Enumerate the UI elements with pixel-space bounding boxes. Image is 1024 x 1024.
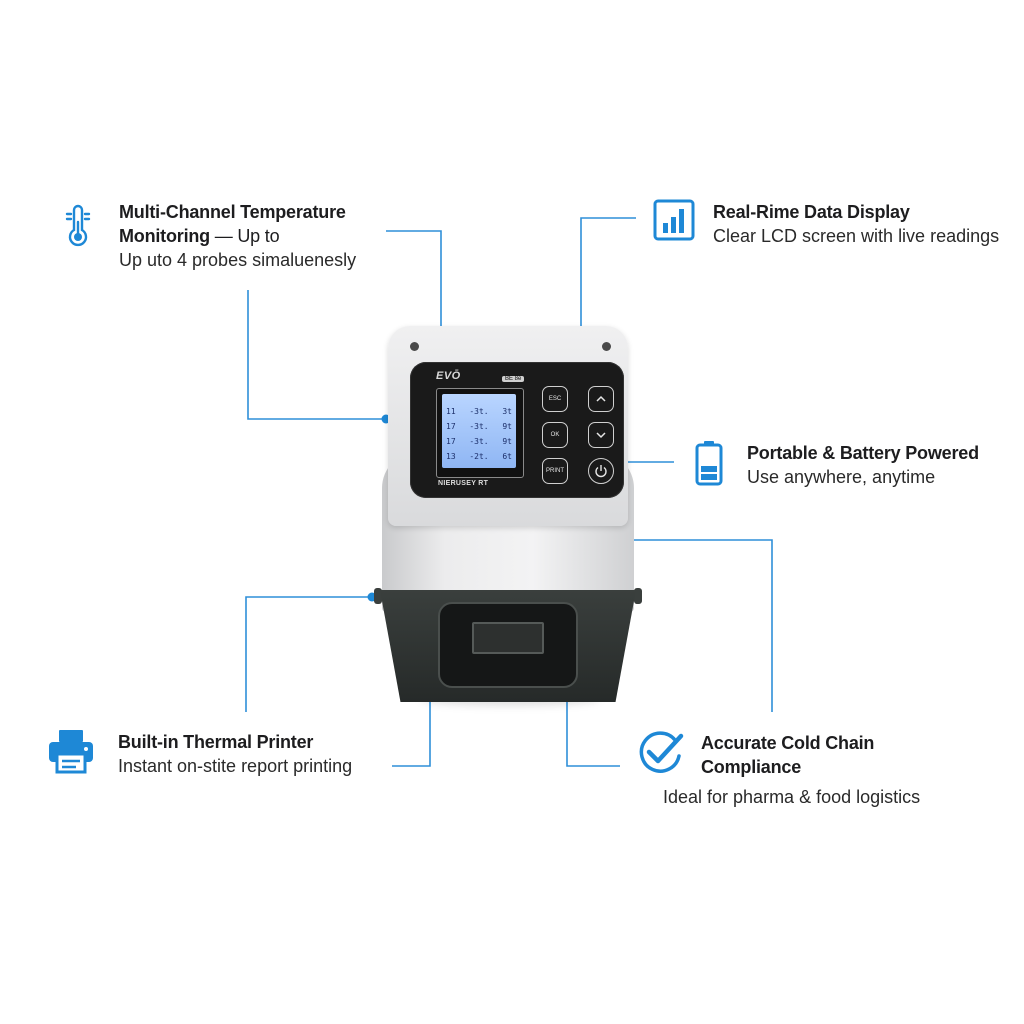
device-badge: BE 8e bbox=[502, 376, 525, 382]
power-button[interactable] bbox=[588, 458, 614, 484]
printer-paper-outlet bbox=[472, 622, 544, 654]
up-button[interactable] bbox=[588, 386, 614, 412]
leader-printer-a bbox=[245, 596, 372, 712]
lcd-unit: 3t bbox=[502, 407, 512, 416]
thermometer-icon bbox=[65, 204, 91, 247]
chevron-down-icon bbox=[596, 432, 606, 439]
lcd-channel: 17 bbox=[446, 437, 456, 446]
down-button[interactable] bbox=[588, 422, 614, 448]
lcd-unit: 9t bbox=[502, 437, 512, 446]
power-icon bbox=[595, 465, 607, 478]
lcd-row: 17 -3t. 9t bbox=[446, 437, 512, 446]
lcd-screen: 11 -3t. 3t 17 -3t. 9t 17 -3t. 9t bbox=[442, 394, 516, 468]
control-panel: EVŌ BE 8e 11 -3t. 3t 17 -3t. 9t bbox=[410, 362, 624, 498]
feature-title-line2: Monitoring — Up to bbox=[119, 224, 356, 248]
lcd-row: 11 -3t. 3t bbox=[446, 407, 512, 416]
esc-button[interactable]: ESC bbox=[542, 386, 568, 412]
ok-button[interactable]: OK bbox=[542, 422, 568, 448]
printer-slot bbox=[438, 602, 578, 688]
feature-compliance: Accurate Cold Chain Compliance bbox=[701, 731, 874, 779]
model-label: NIERUSEY RT bbox=[438, 480, 489, 487]
feature-title-line1: Multi-Channel Temperature bbox=[119, 202, 346, 222]
chevron-up-icon bbox=[596, 395, 606, 402]
bar-chart-icon bbox=[653, 199, 695, 241]
lcd-value: -2t. bbox=[469, 452, 489, 461]
printer-icon bbox=[49, 730, 93, 774]
lcd-unit: 9t bbox=[502, 422, 512, 431]
feature-desc: Use anywhere, anytime bbox=[747, 467, 936, 487]
checkmark-circle-icon bbox=[639, 731, 684, 773]
feature-title-bold: Monitoring bbox=[119, 226, 210, 246]
feature-multi-channel: Multi-Channel Temperature Monitoring — U… bbox=[119, 200, 356, 272]
device-top: EVŌ BE 8e 11 -3t. 3t 17 -3t. 9t bbox=[388, 326, 628, 526]
feature-desc: Up uto 4 probes simaluenesly bbox=[119, 250, 357, 270]
feature-title-line1: Accurate Cold Chain bbox=[701, 733, 875, 753]
feature-compliance-desc: Ideal for pharma & food logistics bbox=[663, 787, 921, 807]
lcd-row: 13 -2t. 6t bbox=[446, 452, 512, 461]
data-logger-device: EVŌ BE 8e 11 -3t. 3t 17 -3t. 9t bbox=[374, 322, 642, 706]
brand-logo: EVŌ bbox=[436, 370, 461, 382]
lcd-row: 17 -3t. 9t bbox=[446, 422, 512, 431]
feature-title-rest: — Up to bbox=[209, 226, 280, 246]
lcd-channel: 11 bbox=[446, 407, 456, 416]
feature-portable: Portable & Battery Powered Use anywhere,… bbox=[747, 441, 979, 489]
feature-title: Portable & Battery Powered bbox=[747, 443, 979, 463]
feature-printer: Built-in Thermal Printer Instant on-stit… bbox=[118, 730, 352, 778]
battery-icon bbox=[695, 441, 723, 486]
lcd-frame: 11 -3t. 3t 17 -3t. 9t 17 -3t. 9t bbox=[436, 388, 524, 478]
side-knob bbox=[634, 588, 642, 604]
feature-realtime: Real-Rime Data Display Clear LCD screen … bbox=[713, 200, 999, 248]
lcd-value: -3t. bbox=[469, 422, 489, 431]
lcd-value: -3t. bbox=[469, 407, 489, 416]
lcd-channel: 17 bbox=[446, 422, 456, 431]
feature-title: Real-Rime Data Display bbox=[713, 202, 910, 222]
screw bbox=[410, 342, 419, 351]
feature-desc: Clear LCD screen with live readings bbox=[713, 226, 1000, 246]
feature-desc: Instant on-stite report printing bbox=[118, 756, 353, 776]
lcd-unit: 6t bbox=[502, 452, 512, 461]
lcd-value: -3t. bbox=[469, 437, 489, 446]
feature-title: Built-in Thermal Printer bbox=[118, 732, 314, 752]
print-button[interactable]: PRINT bbox=[542, 458, 568, 484]
side-knob bbox=[374, 588, 382, 604]
leader-multi-channel-b bbox=[247, 290, 386, 420]
feature-title-line2: Compliance bbox=[701, 757, 802, 777]
lcd-channel: 13 bbox=[446, 452, 456, 461]
screw bbox=[602, 342, 611, 351]
